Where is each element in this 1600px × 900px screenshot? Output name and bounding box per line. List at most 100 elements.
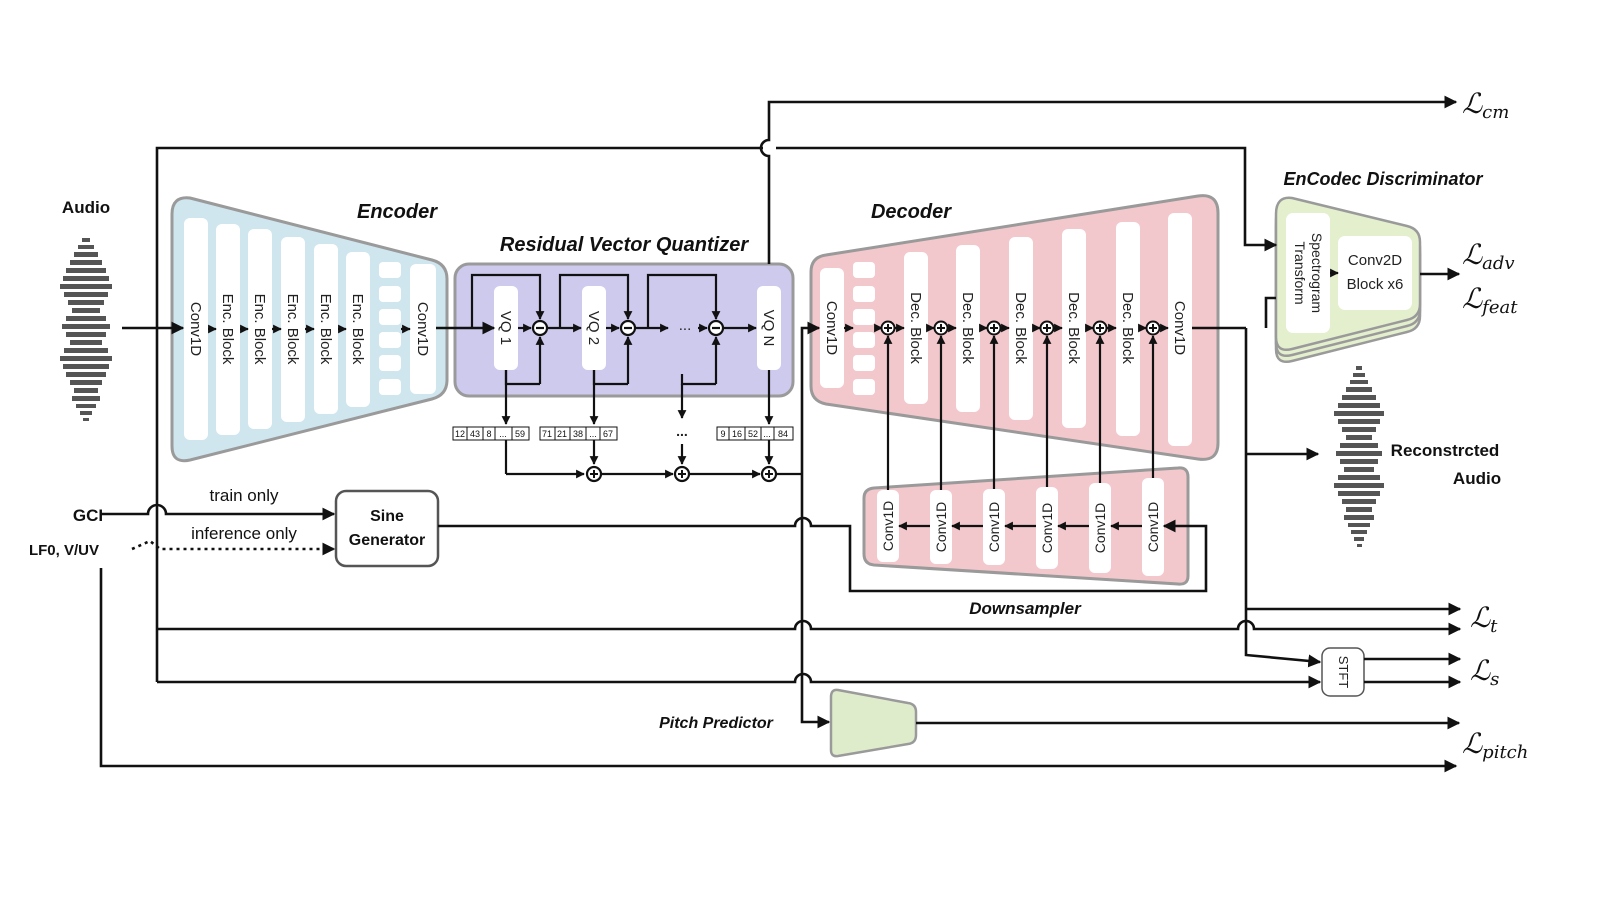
encoder-block [281, 237, 305, 422]
conv2d-label: Conv2D [1348, 252, 1402, 269]
vq-1-label: VQ 1 [497, 311, 514, 345]
vq-2-block [582, 286, 606, 370]
encoder: Encoder Conv1D Enc. Block Enc. Block Enc… [170, 196, 449, 463]
sine-generator-line1: Sine [370, 508, 404, 525]
decoder-block [1009, 237, 1033, 420]
decoder-block [1116, 222, 1140, 436]
decoder-block-label: Dec. Block [1065, 292, 1082, 364]
codebook-indices-vq2: 71 21 38 ... 67 [539, 426, 618, 441]
train-only-label: train only [210, 486, 279, 505]
subtract-node-icon [531, 319, 549, 337]
code-value: ... [763, 429, 771, 439]
loss-symbol: ℒ [1462, 727, 1483, 760]
decoder-block [904, 252, 928, 404]
decoder-block-label: Dec. Block [959, 292, 976, 364]
downsampler-conv-label: Conv1D [986, 502, 1002, 553]
discriminator-title: EnCodec Discriminator [1283, 169, 1483, 189]
loss-symbol: ℒ [1462, 282, 1483, 315]
encoder-block-label: Enc. Block [284, 294, 301, 365]
decoder-block-label: Dec. Block [1012, 292, 1029, 364]
code-summation [504, 440, 802, 483]
input-waveform-icon [60, 238, 112, 421]
block-x6-label: Block x6 [1347, 276, 1404, 293]
downsampler-conv-label: Conv1D [1092, 503, 1108, 554]
downsampler-conv-block [1089, 483, 1111, 573]
sine-generator-block [334, 489, 440, 568]
code-value: 16 [732, 429, 742, 439]
codebook-indices-vqn: 9 16 52 ... 84 [716, 426, 794, 441]
loss-labels: ℒcm ℒadv ℒfeat ℒt ℒs ℒpitch [1462, 87, 1528, 763]
add-node-icon [585, 465, 603, 483]
code-value: ... [499, 429, 507, 439]
downsampler-conv-block [983, 489, 1005, 565]
loss-pitch-subscript: pitch [1482, 742, 1528, 763]
loss-s: ℒs [1470, 654, 1499, 690]
loss-symbol: ℒ [1462, 87, 1483, 120]
conv2d-block [1338, 236, 1412, 310]
encoder-conv-out-block [410, 264, 436, 394]
add-node-icon [1039, 320, 1055, 336]
decoder-title: Decoder [871, 201, 952, 223]
loss-t-subscript: t [1490, 616, 1498, 637]
encoder-title: Encoder [357, 201, 438, 223]
decoder: Decoder Conv1D Dec. Block Dec. Block Dec… [809, 194, 1220, 461]
code-value: 71 [542, 429, 552, 439]
loss-symbol: ℒ [1462, 238, 1483, 271]
rvq-title: Residual Vector Quantizer [500, 234, 749, 256]
downsampler-conv-label: Conv1D [1145, 502, 1161, 553]
connections [99, 95, 1462, 773]
lf0-vuv-label: LF0, V/UV [29, 542, 99, 559]
encoder-block-label: Enc. Block [219, 294, 236, 365]
loss-symbol: ℒ [1470, 654, 1491, 687]
reconstructed-waveform-icon [1334, 366, 1384, 547]
code-value: ... [589, 429, 597, 439]
decoder-conv-out-block [1168, 213, 1192, 446]
reconstructed-label-line2: Audio [1453, 469, 1501, 488]
encoder-conv-out-label: Conv1D [414, 302, 431, 356]
add-node-icon [1092, 320, 1108, 336]
sine-generator-line2: Generator [349, 532, 425, 549]
loss-adv-subscript: adv [1482, 253, 1514, 274]
pitch-predictor-label: Pitch Predictor [659, 715, 774, 732]
decoder-conv-out-label: Conv1D [1171, 301, 1188, 355]
loss-pitch: ℒpitch [1462, 727, 1528, 763]
downsampler-conv-label: Conv1D [933, 502, 949, 553]
add-node-icon [986, 320, 1002, 336]
encoder-block [314, 244, 338, 414]
spectrogram-transform-block [1286, 213, 1330, 333]
encodec-discriminator: EnCodec Discriminator Spectrogram Transf… [1274, 169, 1484, 363]
code-value: 43 [470, 429, 480, 439]
add-node-icon [933, 320, 949, 336]
code-value: 9 [720, 429, 725, 439]
decoder-conv-in-block [820, 268, 844, 388]
reconstructed-label-line1: Reconstrcted [1391, 441, 1500, 460]
downsampler-conv-block [877, 490, 899, 562]
downsampler-conv-label: Conv1D [1039, 503, 1055, 554]
subtract-node-icon [707, 319, 725, 337]
encoder-conv-in-block [184, 218, 208, 440]
decoder-block [956, 245, 980, 412]
add-node-icon [673, 465, 691, 483]
downsampler: Downsampler Conv1D Conv1D Conv1D Conv1D … [862, 335, 1190, 618]
vq-ellipsis: ... [679, 317, 692, 334]
stft-label: STFT [1336, 656, 1351, 689]
add-node-icon [760, 465, 778, 483]
decoder-block-label: Dec. Block [907, 292, 924, 364]
inference-only-label: inference only [191, 524, 297, 543]
codes-ellipsis: ... [676, 423, 688, 439]
code-value: 8 [486, 429, 491, 439]
decoder-block-label: Dec. Block [1119, 292, 1136, 364]
encoder-conv-in-label: Conv1D [187, 302, 204, 356]
downsampler-conv-block [930, 490, 952, 564]
code-value: 21 [557, 429, 567, 439]
encoder-stacked-blocks-icon [379, 262, 401, 395]
loss-cm: ℒcm [1462, 87, 1509, 123]
codebook-indices-vq1: 12 43 8 ... 59 [452, 426, 530, 441]
audio-label: Audio [62, 198, 110, 217]
loss-feat: ℒfeat [1462, 282, 1518, 318]
decoder-conv-in-label: Conv1D [823, 301, 840, 355]
loss-cm-subscript: cm [1482, 102, 1509, 123]
downsampler-conv-block [1142, 478, 1164, 576]
transform-label: Transform [1292, 241, 1308, 304]
gci-label: GCI [73, 506, 103, 525]
